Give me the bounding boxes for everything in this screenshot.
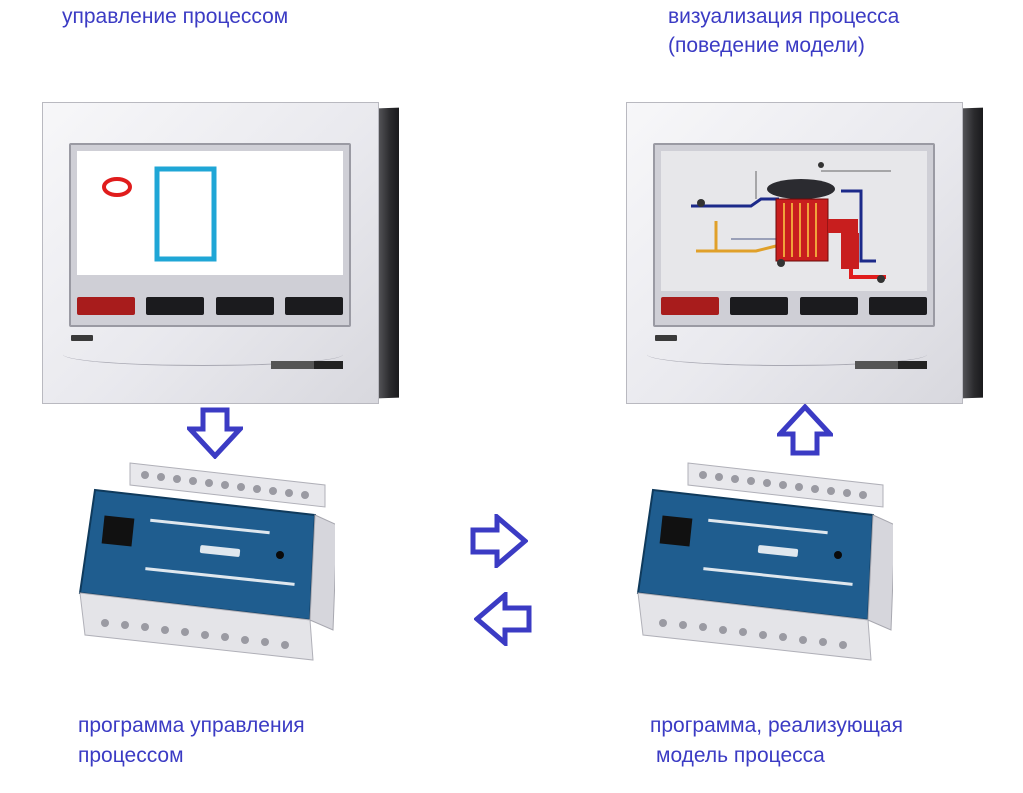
screen-button-2[interactable]	[730, 297, 789, 315]
blue-pipe	[841, 189, 876, 263]
panel-screen-frame	[69, 143, 351, 327]
outlined-left-arrow-icon	[474, 592, 532, 646]
caption-control-program-line1: программа управления	[78, 714, 305, 737]
panel-side	[961, 107, 983, 399]
plc-device-graphic	[78, 462, 335, 661]
caption-process-visualization: визуализация процесса	[668, 5, 900, 28]
panel-screen-frame	[653, 143, 935, 327]
screen-button-2[interactable]	[146, 297, 205, 315]
visualization-screen	[661, 151, 927, 291]
outlined-up-arrow-icon	[777, 404, 833, 456]
process-mimic-diagram	[691, 162, 891, 283]
drum-tank	[767, 179, 835, 199]
screen-button-4[interactable]	[868, 297, 927, 315]
brand-logo	[71, 335, 93, 341]
hmi-panel-control	[42, 102, 402, 404]
panel-bezel	[42, 102, 379, 404]
control-screen-graphics	[77, 166, 343, 291]
model-label	[271, 361, 343, 369]
boiler-duct	[841, 233, 859, 269]
blue-rectangle-shape	[154, 166, 217, 262]
screen-button-row	[77, 297, 343, 317]
caption-control-program-line2: процессом	[78, 744, 184, 767]
caption-model-behavior: (поведение модели)	[668, 34, 865, 57]
orange-pipe	[696, 244, 777, 253]
caption-process-control: управление процессом	[62, 5, 289, 28]
screen-button-1[interactable]	[661, 297, 719, 315]
plc-controller-left	[75, 455, 335, 675]
caption-model-program-line1: программа, реализующая	[650, 714, 903, 737]
panel-bezel	[626, 102, 963, 404]
hmi-panel-visualization	[626, 102, 986, 404]
gauge-icon	[697, 199, 705, 207]
gauge-icon	[877, 275, 885, 283]
blue-pipe	[691, 197, 779, 208]
bezel-swoosh	[647, 343, 927, 366]
plc-controller-right	[633, 455, 893, 675]
brand-logo	[655, 335, 677, 341]
red-circle-shape	[102, 177, 132, 197]
outlined-down-arrow-icon	[187, 407, 243, 459]
boiler-duct	[828, 219, 858, 233]
control-screen	[77, 151, 343, 291]
caption-model-program-line2: модель процесса	[656, 744, 825, 767]
outlined-right-arrow-icon	[470, 514, 528, 568]
red-pipe	[849, 269, 886, 279]
gauge-icon	[777, 259, 785, 267]
screen-button-1[interactable]	[77, 297, 135, 315]
plc-device-graphic	[636, 462, 893, 661]
gauge-icon	[818, 162, 824, 168]
screen-button-3[interactable]	[215, 297, 274, 315]
bezel-swoosh	[63, 343, 343, 366]
screen-button-3[interactable]	[799, 297, 858, 315]
screen-button-4[interactable]	[284, 297, 343, 315]
model-label	[855, 361, 927, 369]
panel-side	[377, 107, 399, 399]
screen-button-row	[661, 297, 927, 317]
